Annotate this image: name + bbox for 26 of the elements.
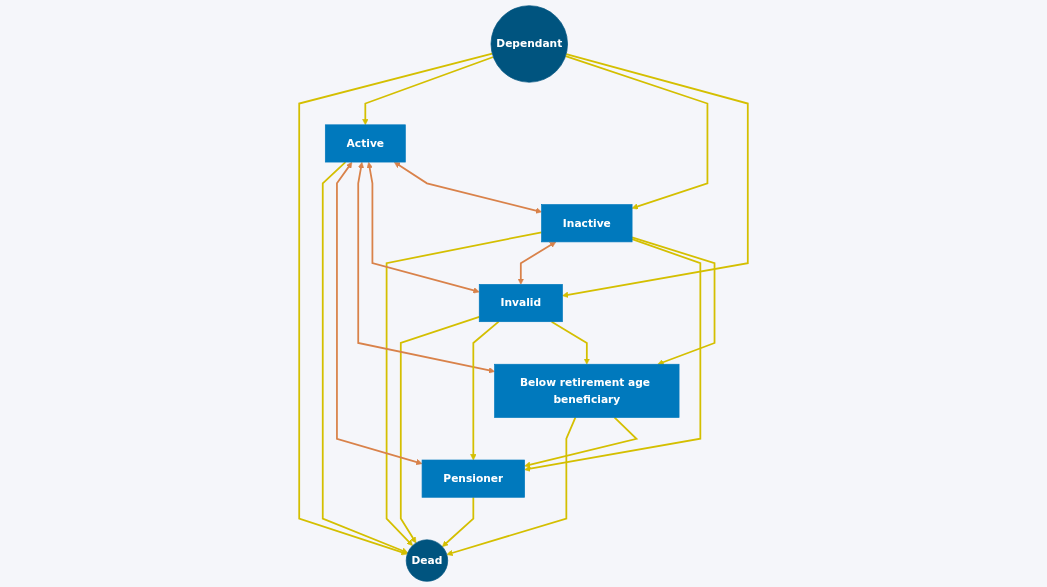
node-circle: Dependant [490, 5, 568, 83]
arrow [517, 241, 557, 285]
node-circle: Dead [405, 539, 449, 582]
node-box: Pensioner [421, 459, 525, 498]
arrow [321, 161, 408, 554]
node-box: Active [324, 124, 406, 163]
arrow [336, 162, 423, 466]
arrow [446, 416, 577, 556]
arrow [357, 162, 495, 374]
arrow [470, 320, 500, 461]
arrow [442, 496, 475, 547]
node-box: Invalid [478, 284, 563, 323]
arrow [362, 56, 495, 126]
arrow [524, 416, 639, 468]
arrow [394, 161, 542, 214]
arrow [385, 231, 543, 546]
node-box: Below retirement age beneficiary [494, 363, 680, 418]
arrow [298, 52, 494, 556]
arrow [562, 53, 749, 298]
arrow [366, 162, 480, 294]
node-box: Inactive [541, 204, 633, 243]
arrow [631, 236, 716, 366]
arrow [524, 238, 702, 472]
arrow [399, 316, 481, 544]
arrow [564, 55, 709, 210]
arrow [550, 320, 590, 365]
